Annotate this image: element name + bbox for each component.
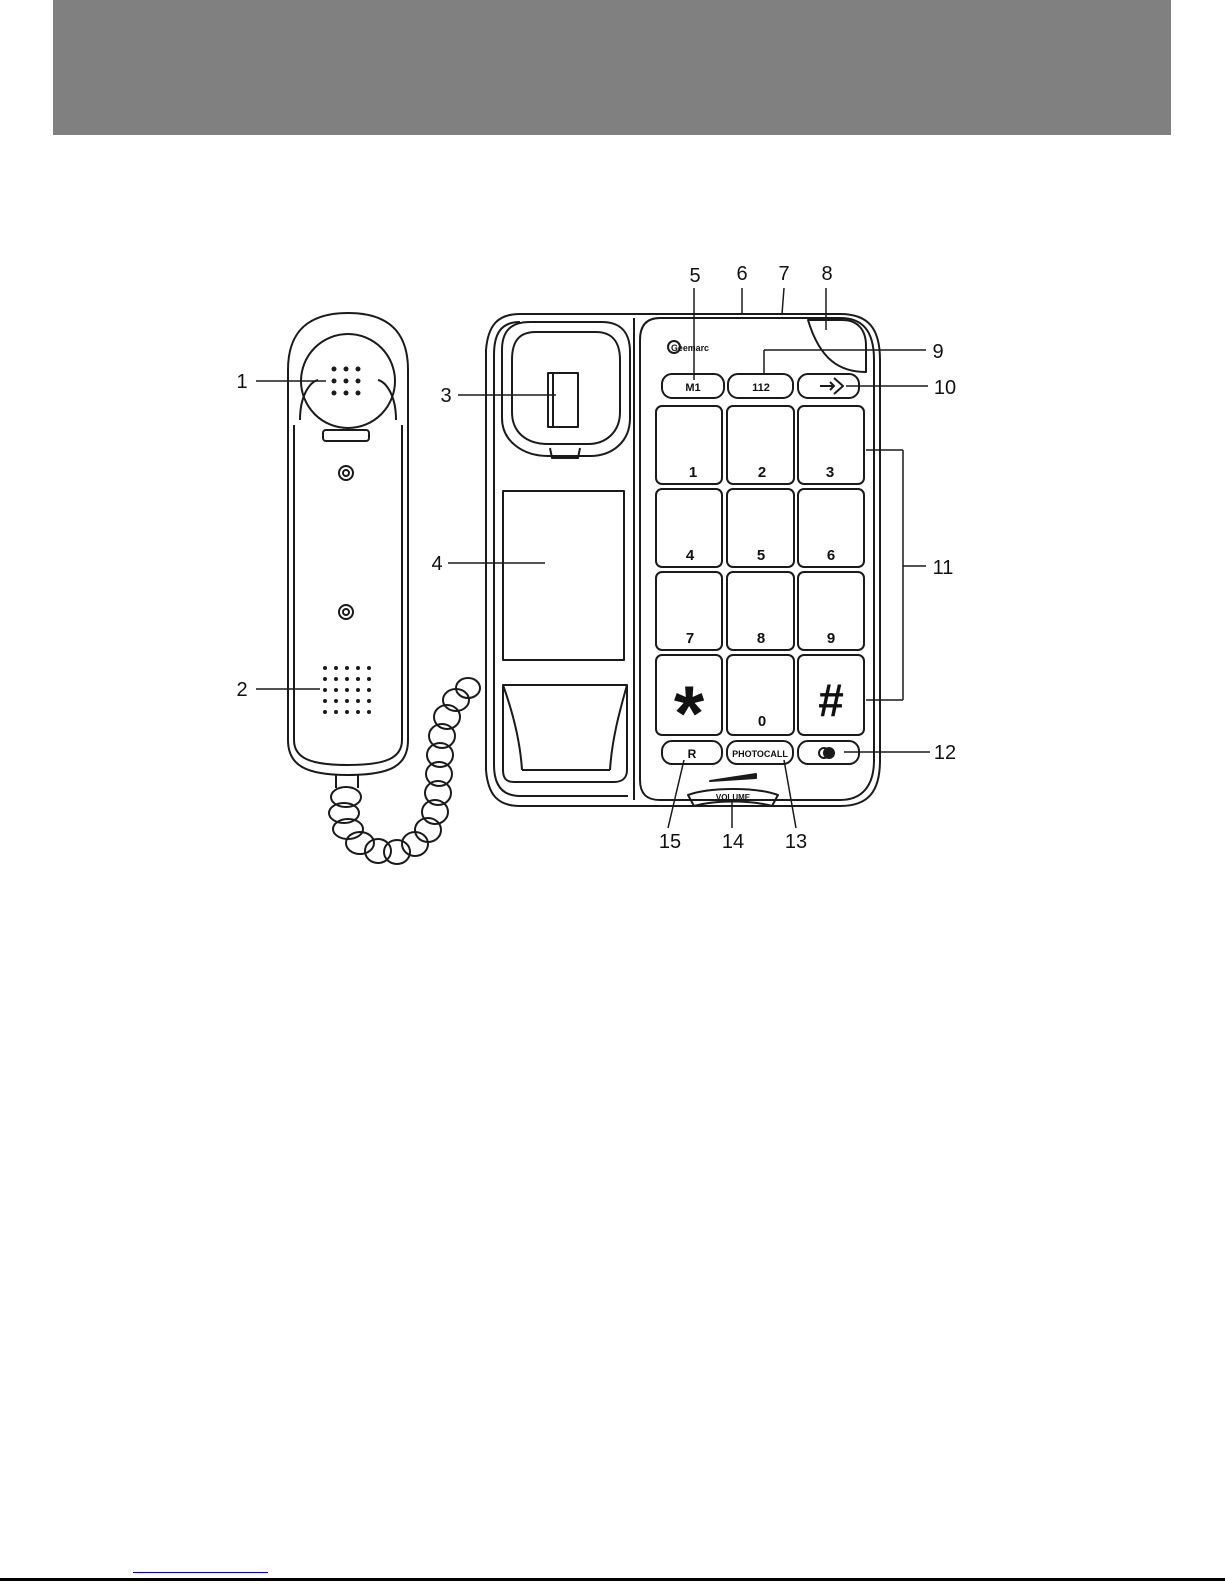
ringer-light: [808, 320, 866, 372]
key-2-label: 2: [758, 464, 766, 481]
coiled-cord: [329, 678, 480, 864]
callout-12: 12: [934, 742, 956, 764]
key-4-label: 4: [686, 547, 695, 564]
emergency-112-label: 112: [752, 382, 770, 394]
mute-icon: [819, 748, 834, 758]
key-7-label: 7: [686, 630, 694, 647]
key-9-label: 9: [827, 630, 835, 647]
key-6-label: 6: [827, 547, 835, 564]
callout-4: 4: [431, 553, 442, 575]
callout-15: 15: [659, 831, 681, 853]
key-5-label: 5: [757, 547, 765, 564]
brand-logo-text: Geemarc: [671, 343, 709, 353]
footer-link-underline[interactable]: [133, 1572, 268, 1573]
key-3-label: 3: [826, 464, 834, 481]
key-8-label: 8: [757, 630, 765, 647]
handset-screw-bottom: [339, 605, 353, 619]
earpiece-holes: [332, 367, 361, 396]
callout-6: 6: [736, 263, 747, 285]
key-1-label: 1: [689, 464, 697, 481]
callout-8: 8: [821, 263, 832, 285]
photocall-label: PHOTOCALL: [732, 749, 788, 759]
callout-5: 5: [689, 265, 700, 287]
volume-label: VOLUME: [716, 793, 751, 802]
recall-label: R: [688, 747, 697, 761]
key-hash-label: #: [818, 674, 844, 726]
footer-rule: [0, 1578, 1225, 1581]
mouthpiece-holes: [323, 666, 371, 714]
arrow-icon: [820, 378, 843, 394]
callout-14: 14: [722, 831, 744, 853]
leader-15: [668, 760, 684, 828]
callout-10: 10: [934, 377, 956, 399]
callout-11: 11: [933, 557, 954, 579]
m1-label: M1: [685, 382, 700, 394]
hook-tab: [323, 430, 369, 441]
callout-13: 13: [785, 831, 807, 853]
callout-9: 9: [932, 341, 943, 363]
photo-window: [503, 491, 624, 660]
leader-13: [784, 760, 796, 828]
callout-7: 7: [778, 263, 789, 285]
handset: [288, 313, 408, 788]
handset-screw-top: [339, 466, 353, 480]
callout-1: 1: [236, 371, 247, 393]
callout-3: 3: [440, 385, 451, 407]
callout-2: 2: [236, 679, 247, 701]
key-0-label: 0: [758, 713, 766, 730]
leader-7: [782, 288, 784, 314]
key-star-label: *: [674, 669, 705, 757]
